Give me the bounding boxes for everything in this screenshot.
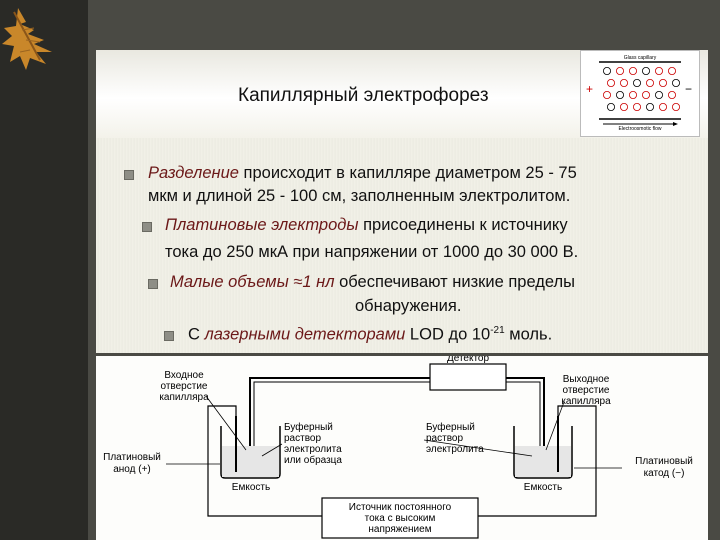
cathode-label-2: катод (−) <box>644 468 685 479</box>
outlet-label-2: отверстие <box>563 385 610 396</box>
vessel-right-label: Емкость <box>524 482 562 493</box>
bullet-marker-4 <box>164 331 174 341</box>
bullet-2-italic: Платиновые электроды <box>165 216 359 234</box>
inlet-label-3: капилляра <box>159 392 209 403</box>
ion-circle <box>620 103 627 110</box>
ion-circle <box>655 67 662 74</box>
buffer-right-label-2: раствор <box>426 433 463 444</box>
ion-circle <box>642 67 649 74</box>
bullet-1-text: происходит в капилляре диаметром 25 - 75 <box>239 164 577 182</box>
bullet-3-line-1: Малые объемы ≈1 нл обеспечивают низкие п… <box>170 273 575 292</box>
cathode-label-1: Платиновый <box>635 456 693 467</box>
power-label-2: тока с высоким <box>365 513 436 524</box>
bullet-marker-1 <box>124 170 134 180</box>
ion-circle <box>642 91 649 98</box>
capillary-schematic: Glass capillary + − Electroosmotic flow <box>580 50 700 137</box>
page-title: Капиллярный электрофорез <box>238 85 489 107</box>
ion-circle <box>672 79 679 86</box>
bullet-4-italic: лазерными детекторами <box>205 326 406 344</box>
ion-circle <box>607 103 614 110</box>
capillary-top-label: Glass capillary <box>624 55 657 61</box>
ion-circle <box>620 79 627 86</box>
ion-circle <box>603 91 610 98</box>
power-label-1: Источник постоянного <box>349 502 452 513</box>
inlet-label-1: Входное <box>164 370 204 381</box>
ion-circle <box>603 67 610 74</box>
ion-circle <box>607 79 614 86</box>
bullet-3-line-2: обнаружения. <box>355 297 461 316</box>
buffer-right-label-1: Буферный <box>426 421 475 433</box>
ion-circle <box>616 67 623 74</box>
buffer-left-label-1: Буферный <box>284 421 333 433</box>
bullet-1-line-1: Разделение происходит в капилляре диамет… <box>148 164 577 183</box>
anode-label-2: анод (+) <box>113 464 151 475</box>
ion-circle <box>672 103 679 110</box>
bullet-1-italic: Разделение <box>148 164 239 182</box>
ion-circle <box>629 91 636 98</box>
bullet-marker-3 <box>148 279 158 289</box>
left-dark-strip <box>0 0 88 540</box>
ion-circle <box>633 103 640 110</box>
outlet-label-1: Выходное <box>563 374 610 385</box>
buffer-left-label-4: или образца <box>284 454 342 466</box>
bullet-4-text-a: С <box>188 326 205 344</box>
bullet-4-tail: моль. <box>505 326 553 344</box>
buffer-left-label-3: электролита <box>284 444 342 455</box>
ion-circle <box>659 103 666 110</box>
ion-circle <box>646 103 653 110</box>
bullet-2-text: присоединены к источнику <box>359 216 568 234</box>
inlet-label-2: отверстие <box>161 381 208 392</box>
capillary-bottom-label: Electroosmotic flow <box>618 126 661 132</box>
anode-label-1: Платиновый <box>103 452 161 463</box>
ion-circle <box>668 91 675 98</box>
ion-circle <box>646 79 653 86</box>
bullet-4-text-b: LOD до 10 <box>405 326 490 344</box>
ion-circle <box>629 67 636 74</box>
ion-circle <box>616 91 623 98</box>
bullet-2-line-1: Платиновые электроды присоединены к исто… <box>165 216 568 235</box>
ion-circle <box>659 79 666 86</box>
bullet-2-line-2: тока до 250 мкА при напряжении от 1000 д… <box>165 243 578 262</box>
capillary-minus-sign: − <box>685 82 692 96</box>
power-label-3: напряжением <box>368 524 431 535</box>
capillary-plus-sign: + <box>586 82 593 96</box>
outlet-label-3: капилляра <box>561 396 611 407</box>
ion-markers <box>603 67 679 110</box>
detector-box <box>430 364 506 390</box>
detector-label: Детектор <box>447 356 490 364</box>
vessel-left-label: Емкость <box>232 482 270 493</box>
bullet-1-line-2: мкм и длиной 25 - 100 см, заполненным эл… <box>148 187 570 206</box>
bullet-marker-2 <box>142 222 152 232</box>
ion-circle <box>655 91 662 98</box>
bullet-3-italic: Малые объемы ≈1 нл <box>170 273 335 291</box>
electrophoresis-apparatus-diagram: Детектор Источник постоянного тока с выс… <box>96 356 708 540</box>
autumn-leaf-icon <box>0 0 95 75</box>
buffer-right-label-3: электролита <box>426 444 484 455</box>
bullet-4-line-1: С лазерными детекторами LOD до 10-21 мол… <box>188 325 552 345</box>
ion-circle <box>668 67 675 74</box>
ion-circle <box>633 79 640 86</box>
bullet-4-exponent: -21 <box>490 325 504 336</box>
bullet-3-text: обеспечивают низкие пределы <box>335 273 576 291</box>
buffer-left-label-2: раствор <box>284 433 321 444</box>
